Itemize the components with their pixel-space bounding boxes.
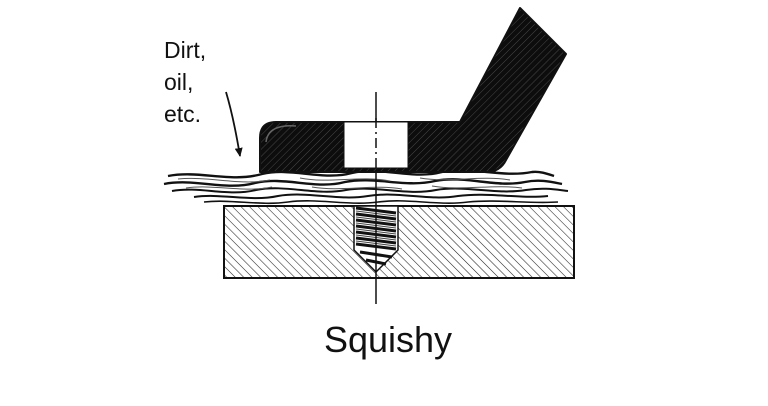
- base-block: [223, 205, 575, 279]
- callout-dirt-oil: Dirt, oil, etc.: [164, 37, 243, 157]
- callout-line-1: Dirt,: [164, 37, 206, 63]
- diagram-caption: Squishy: [324, 319, 452, 360]
- bent-lug-terminal: [259, 7, 567, 173]
- contamination-layers: [163, 169, 569, 205]
- callout-line-3: etc.: [164, 101, 201, 127]
- callout-arrow: [225, 91, 243, 157]
- callout-line-2: oil,: [164, 69, 193, 95]
